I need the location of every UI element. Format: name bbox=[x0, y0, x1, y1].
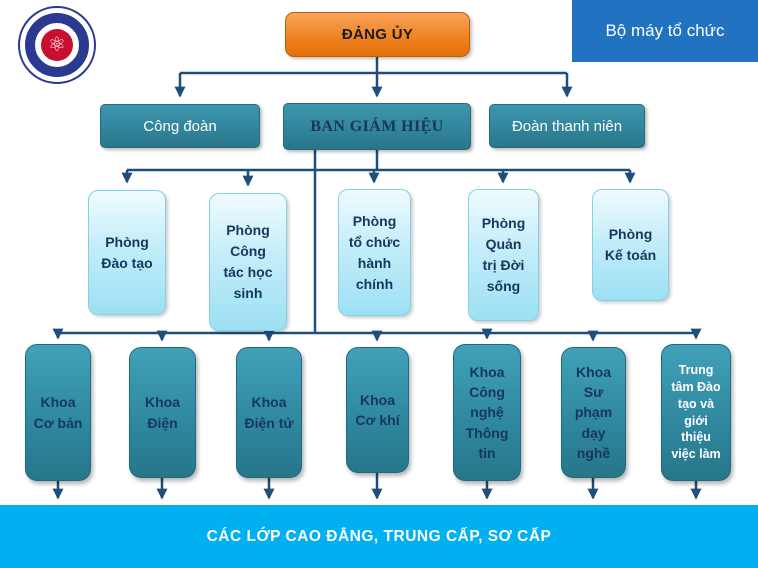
org-node-khoa-dien: Khoa Điện bbox=[129, 347, 196, 478]
org-node-khoa-co-ban: Khoa Cơ bản bbox=[25, 344, 91, 481]
footer-banner: CÁC LỚP CAO ĐẲNG, TRUNG CẤP, SƠ CẤP bbox=[0, 505, 758, 568]
org-node-phong-dao-tao: Phòng Đào tạo bbox=[88, 190, 166, 315]
school-logo: ⚛ bbox=[18, 6, 96, 84]
org-node-phong-quan-tri-doi-song: Phòng Quản trị Đời sống bbox=[468, 189, 539, 321]
logo-ring bbox=[25, 13, 89, 77]
org-node-khoa-co-khi: Khoa Cơ khí bbox=[346, 347, 409, 473]
org-node-khoa-cong-nghe-thong-tin: Khoa Công nghệ Thông tin bbox=[453, 344, 521, 481]
org-node-dang-uy: ĐẢNG ỦY bbox=[285, 12, 470, 57]
org-node-khoa-dien-tu: Khoa Điện tử bbox=[236, 347, 302, 478]
org-node-khoa-su-pham-day-nghe: Khoa Sư phạm dạy nghề bbox=[561, 347, 626, 478]
org-node-ban-giam-hieu: BAN GIÁM HIỆU bbox=[283, 103, 471, 150]
org-node-phong-ke-toan: Phòng Kế toán bbox=[592, 189, 669, 301]
org-node-phong-to-chuc-hanh-chinh: Phòng tổ chức hành chính bbox=[338, 189, 411, 316]
org-node-trung-tam-dao-tao: Trung tâm Đào tạo và giới thiệu việc làm bbox=[661, 344, 731, 481]
org-node-doan-thanh-nien: Đoàn thanh niên bbox=[489, 104, 645, 148]
org-node-phong-cong-tac-hoc-sinh: Phòng Công tác học sinh bbox=[209, 193, 287, 331]
page-title-badge: Bộ máy tổ chức bbox=[572, 0, 758, 62]
org-node-cong-doan: Công đoàn bbox=[100, 104, 260, 148]
atom-icon: ⚛ bbox=[41, 29, 73, 61]
